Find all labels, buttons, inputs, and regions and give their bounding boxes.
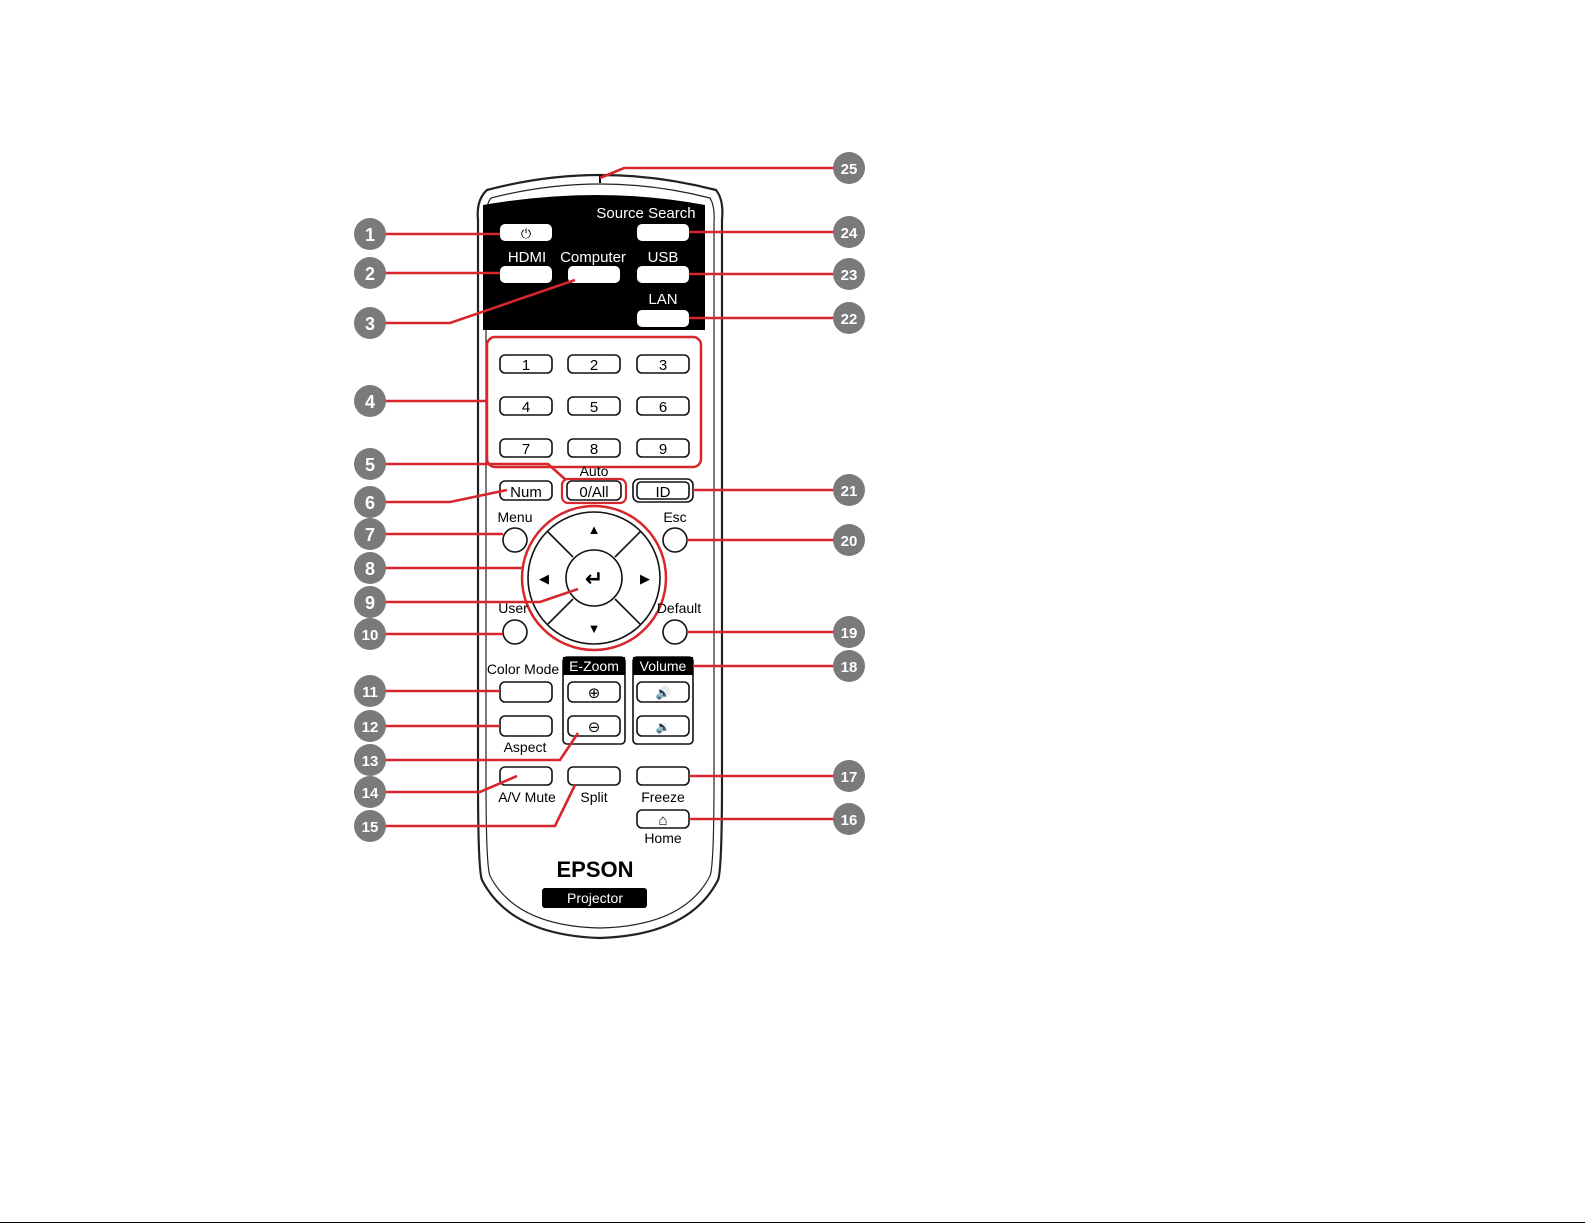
- aspect-button[interactable]: [500, 716, 552, 736]
- callout-number-25: 25: [841, 161, 858, 178]
- color-mode-button[interactable]: [500, 682, 552, 702]
- num-label: Num: [510, 484, 542, 501]
- callout-number-7: 7: [365, 525, 375, 545]
- callout-number-10: 10: [362, 627, 379, 644]
- freeze-label: Freeze: [641, 789, 685, 805]
- enter-icon: ↵: [585, 566, 603, 591]
- source-search-button[interactable]: [637, 224, 689, 241]
- arrow-left-button[interactable]: ◀: [539, 571, 549, 586]
- callout-badges: 1 2 3 4 5 6 7 8 9 10 11 12 13 14 15: [354, 218, 386, 842]
- computer-label: Computer: [560, 249, 626, 266]
- callout-number-16: 16: [841, 812, 858, 829]
- arrow-down-button[interactable]: ▼: [588, 621, 601, 636]
- ezoom-title: E-Zoom: [569, 658, 619, 674]
- callout-number-9: 9: [365, 593, 375, 613]
- callout-number-8: 8: [365, 559, 375, 579]
- color-mode-label: Color Mode: [487, 661, 560, 677]
- zero-all-label: 0/All: [579, 484, 608, 501]
- callout-number-18: 18: [841, 659, 858, 676]
- hdmi-button[interactable]: [500, 266, 552, 283]
- zoom-out-icon: ⊖: [588, 719, 601, 736]
- home-icon: ⌂: [658, 812, 667, 829]
- callout-number-23: 23: [841, 267, 858, 284]
- numpad-key-9-label: 9: [659, 441, 667, 458]
- home-label: Home: [644, 830, 682, 846]
- av-mute-label: A/V Mute: [498, 789, 556, 805]
- esc-button[interactable]: [663, 528, 687, 552]
- callout-number-1: 1: [365, 225, 375, 245]
- callout-number-11: 11: [362, 684, 378, 701]
- callout-number-19: 19: [841, 625, 858, 642]
- callout-number-15: 15: [362, 819, 379, 836]
- numpad: 1 2 3 4 5 6 7 8 9: [500, 355, 689, 458]
- menu-label: Menu: [497, 509, 532, 525]
- page-bottom-rule: [0, 1222, 1585, 1223]
- freeze-button[interactable]: [637, 767, 689, 785]
- callout-number-12: 12: [362, 719, 379, 736]
- user-button[interactable]: [503, 620, 527, 644]
- volume-down-icon: 🔉: [656, 720, 671, 734]
- callout-number-21: 21: [841, 483, 858, 500]
- aspect-label: Aspect: [504, 739, 547, 755]
- volume-title: Volume: [640, 658, 687, 674]
- lan-button[interactable]: [637, 310, 689, 327]
- callout-number-6: 6: [365, 493, 375, 513]
- brand-logo: EPSON: [556, 857, 633, 882]
- hdmi-label: HDMI: [508, 249, 546, 266]
- numpad-key-8-label: 8: [590, 441, 598, 458]
- projector-badge: Projector: [567, 890, 623, 906]
- numpad-key-5-label: 5: [590, 399, 598, 416]
- callout-number-24: 24: [841, 225, 858, 242]
- default-button[interactable]: [663, 620, 687, 644]
- auto-label: Auto: [580, 463, 609, 479]
- callout-number-3: 3: [365, 314, 375, 334]
- numpad-key-3-label: 3: [659, 357, 667, 374]
- callout-number-2: 2: [365, 264, 375, 284]
- menu-button[interactable]: [503, 528, 527, 552]
- callout-number-17: 17: [841, 769, 858, 786]
- default-label: Default: [657, 600, 701, 616]
- callout-number-20: 20: [841, 533, 858, 550]
- callout-badges-right: 16 17 18 19 20 21 22 23 24 25: [833, 152, 865, 835]
- power-icon: ⏻: [521, 226, 531, 241]
- arrow-up-button[interactable]: ▲: [588, 522, 601, 537]
- callout-number-4: 4: [365, 392, 375, 412]
- source-search-label: Source Search: [596, 205, 695, 222]
- usb-button[interactable]: [637, 266, 689, 283]
- callout-number-5: 5: [365, 455, 375, 475]
- numpad-key-7-label: 7: [522, 441, 530, 458]
- split-label: Split: [580, 789, 607, 805]
- numpad-key-6-label: 6: [659, 399, 667, 416]
- computer-button[interactable]: [568, 266, 620, 283]
- volume-up-icon: 🔊: [656, 685, 671, 700]
- av-mute-button[interactable]: [500, 767, 552, 785]
- lan-label: LAN: [648, 291, 677, 308]
- split-button[interactable]: [568, 767, 620, 785]
- numpad-key-1-label: 1: [522, 357, 530, 374]
- callout-number-13: 13: [362, 753, 379, 770]
- id-label: ID: [656, 484, 671, 501]
- callout-number-22: 22: [841, 311, 858, 328]
- zoom-in-icon: ⊕: [588, 685, 601, 702]
- esc-label: Esc: [663, 509, 686, 525]
- numpad-key-4-label: 4: [522, 399, 530, 416]
- usb-label: USB: [648, 249, 679, 266]
- numpad-key-2-label: 2: [590, 357, 598, 374]
- callout-number-14: 14: [362, 785, 379, 802]
- arrow-right-button[interactable]: ▶: [640, 571, 650, 586]
